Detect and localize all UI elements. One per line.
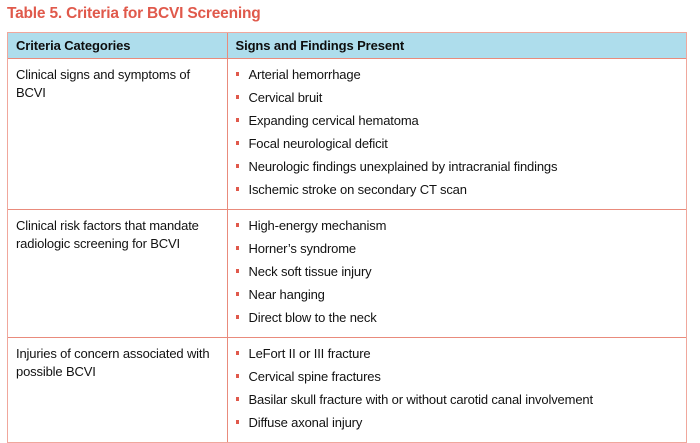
bullet-icon [235, 72, 239, 76]
bullet-icon [235, 118, 239, 122]
list-item-label: Focal neurological deficit [248, 136, 388, 151]
list-item: Neurologic findings unexplained by intra… [234, 158, 679, 175]
list-item: Neck soft tissue injury [234, 263, 679, 280]
findings-cell: Arterial hemorrhage Cervical bruit Expan… [227, 58, 687, 210]
criteria-category-text: Injuries of concern associated with poss… [16, 346, 210, 379]
bullet-icon [235, 315, 239, 319]
list-item: LeFort II or III fracture [234, 345, 679, 362]
findings-list: LeFort II or III fracture Cervical spine… [228, 338, 687, 442]
list-item: Arterial hemorrhage [234, 66, 679, 83]
table-figure: Table 5. Criteria for BCVI Screening Cri… [7, 5, 687, 443]
list-item-label: LeFort II or III fracture [248, 346, 371, 361]
findings-list: Arterial hemorrhage Cervical bruit Expan… [228, 59, 687, 209]
bullet-icon [235, 223, 239, 227]
table-row: Clinical risk factors that mandate radio… [8, 209, 687, 338]
bullet-icon [235, 397, 239, 401]
list-item: Cervical spine fractures [234, 368, 679, 385]
table-body: Clinical signs and symptoms of BCVI Arte… [8, 58, 687, 442]
column-header-label: Criteria Categories [16, 38, 131, 53]
list-item-label: High-energy mechanism [248, 218, 387, 233]
findings-cell: LeFort II or III fracture Cervical spine… [227, 337, 687, 442]
criteria-table: Criteria Categories Signs and Findings P… [8, 33, 686, 442]
page-title: Table 5. Criteria for BCVI Screening [7, 5, 261, 22]
list-item-label: Horner’s syndrome [248, 241, 357, 256]
bullet-icon [235, 374, 239, 378]
list-item-label: Arterial hemorrhage [248, 67, 361, 82]
bullet-icon [235, 141, 239, 145]
list-item: Focal neurological deficit [234, 135, 679, 152]
bullet-icon [235, 351, 239, 355]
list-item-label: Neck soft tissue injury [248, 264, 372, 279]
criteria-category-text: Clinical signs and symptoms of BCVI [16, 67, 190, 100]
list-item: Direct blow to the neck [234, 309, 679, 326]
list-item-label: Direct blow to the neck [248, 310, 377, 325]
bullet-icon [235, 95, 239, 99]
list-item: Horner’s syndrome [234, 240, 679, 257]
list-item-label: Basilar skull fracture with or without c… [248, 392, 594, 407]
list-item-label: Expanding cervical hematoma [248, 113, 419, 128]
list-item-label: Cervical bruit [248, 90, 323, 105]
bullet-icon [235, 420, 239, 424]
table-row: Injuries of concern associated with poss… [8, 337, 687, 442]
list-item-label: Cervical spine fractures [248, 369, 381, 384]
list-item-label: Near hanging [248, 287, 325, 302]
bullet-icon [235, 187, 239, 191]
list-item: Basilar skull fracture with or without c… [234, 391, 679, 408]
list-item-label: Diffuse axonal injury [248, 415, 363, 430]
list-item-label: Ischemic stroke on secondary CT scan [248, 182, 467, 197]
criteria-table-container: Criteria Categories Signs and Findings P… [7, 32, 687, 443]
criteria-category-text: Clinical risk factors that mandate radio… [16, 218, 199, 251]
criteria-category-cell: Clinical signs and symptoms of BCVI [8, 58, 228, 210]
list-item: Expanding cervical hematoma [234, 112, 679, 129]
list-item: Diffuse axonal injury [234, 414, 679, 431]
criteria-category-cell: Injuries of concern associated with poss… [8, 337, 228, 442]
list-item: High-energy mechanism [234, 217, 679, 234]
bullet-icon [235, 292, 239, 296]
column-header-label: Signs and Findings Present [235, 38, 405, 53]
table-header-row: Criteria Categories Signs and Findings P… [8, 33, 686, 59]
list-item-label: Neurologic findings unexplained by intra… [248, 159, 558, 174]
findings-list: High-energy mechanism Horner’s syndrome … [228, 210, 687, 337]
criteria-category-cell: Clinical risk factors that mandate radio… [8, 209, 228, 338]
column-header-signs-and-findings: Signs and Findings Present [227, 33, 686, 59]
bullet-icon [235, 164, 239, 168]
list-item: Ischemic stroke on secondary CT scan [234, 181, 679, 198]
list-item: Cervical bruit [234, 89, 679, 106]
table-row: Clinical signs and symptoms of BCVI Arte… [8, 58, 687, 210]
bullet-icon [235, 269, 239, 273]
bullet-icon [235, 246, 239, 250]
list-item: Near hanging [234, 286, 679, 303]
column-header-criteria-categories: Criteria Categories [8, 33, 228, 59]
findings-cell: High-energy mechanism Horner’s syndrome … [227, 209, 687, 338]
